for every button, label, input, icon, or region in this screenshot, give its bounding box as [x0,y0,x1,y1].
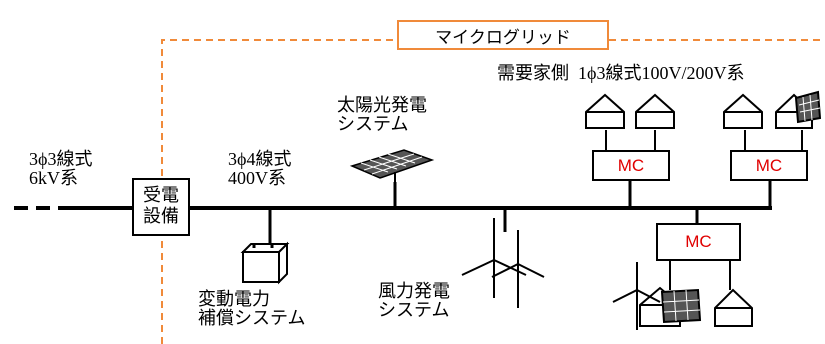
feeder-label: 3ϕ4線式 400V系 [228,149,292,188]
solar-label: 太陽光発電 システム [337,95,427,135]
receiving-equipment-box: 受電 設備 [132,178,190,236]
mc-box: MC [592,150,670,181]
house-icon [714,288,753,327]
house-with-solar-icon [639,286,702,327]
small-wind-turbine-icon [612,262,661,330]
wind-turbine-icon [491,230,545,308]
house-with-solar-icon [775,90,822,129]
wind-label: 風力発電 システム [378,281,450,321]
wind-turbine-icon [461,218,527,298]
mc-box: MC [656,223,741,261]
grid-voltage-label: 3ϕ3線式 6kV系 [29,149,93,188]
house-icon [723,93,763,129]
microgrid-boundary [161,39,825,344]
battery-icon [240,241,290,285]
microgrid-title: マイクログリッド [397,20,609,50]
solar-panel-icon [349,149,435,182]
compensator-label: 変動電力 補償システム [198,289,306,329]
house-icon [585,93,625,129]
mc-box: MC [730,150,808,181]
consumer-label: 需要家側 1ϕ3線式100V/200V系 [497,63,745,83]
house-icon [635,93,675,129]
